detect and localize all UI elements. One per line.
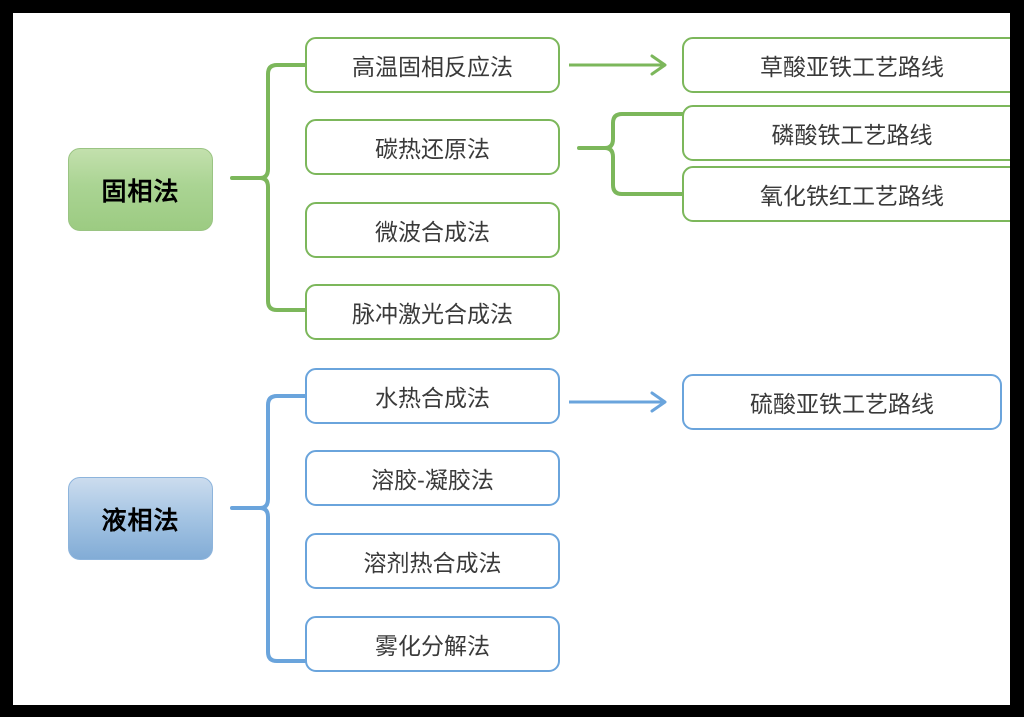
route-box-ferrous-oxalate-label: 草酸亚铁工艺路线 xyxy=(760,54,944,80)
root-node-solid-phase-label: 固相法 xyxy=(101,177,180,206)
green-arrow-connector xyxy=(569,54,667,76)
method-box-solvothermal-synthesis[interactable]: 溶剂热合成法 xyxy=(305,533,560,589)
route-box-ferrous-oxalate[interactable]: 草酸亚铁工艺路线 xyxy=(682,37,1010,93)
route-box-iron-oxide-red[interactable]: 氧化铁红工艺路线 xyxy=(682,166,1010,222)
method-box-hydrothermal-synthesis[interactable]: 水热合成法 xyxy=(305,368,560,424)
blue-root-bracket xyxy=(230,394,307,663)
diagram-canvas: 固相法 高温固相反应法 碳热还原法 微波合成法 脉冲激光合成法 草酸亚铁工艺路线… xyxy=(13,13,1010,705)
route-box-ferrous-sulfate-label: 硫酸亚铁工艺路线 xyxy=(750,391,934,417)
route-box-ferrous-sulfate[interactable]: 硫酸亚铁工艺路线 xyxy=(682,374,1002,430)
route-box-iron-oxide-red-label: 氧化铁红工艺路线 xyxy=(760,183,944,209)
root-node-liquid-phase[interactable]: 液相法 xyxy=(68,477,213,560)
route-box-iron-phosphate[interactable]: 磷酸铁工艺路线 xyxy=(682,105,1010,161)
blue-arrow-connector xyxy=(569,391,667,413)
method-box-high-temp-solid-state[interactable]: 高温固相反应法 xyxy=(305,37,560,93)
method-box-microwave-synthesis-label: 微波合成法 xyxy=(375,219,490,245)
method-box-spray-pyrolysis[interactable]: 雾化分解法 xyxy=(305,616,560,672)
route-box-iron-phosphate-label: 磷酸铁工艺路线 xyxy=(771,122,933,148)
green-route-bracket xyxy=(577,112,684,196)
method-box-pulsed-laser-synthesis-label: 脉冲激光合成法 xyxy=(352,301,513,327)
method-box-carbothermal-reduction[interactable]: 碳热还原法 xyxy=(305,119,560,175)
method-box-solvothermal-synthesis-label: 溶剂热合成法 xyxy=(363,550,502,576)
method-box-pulsed-laser-synthesis[interactable]: 脉冲激光合成法 xyxy=(305,284,560,340)
method-box-sol-gel[interactable]: 溶胶-凝胶法 xyxy=(305,450,560,506)
method-box-sol-gel-label: 溶胶-凝胶法 xyxy=(371,467,494,493)
root-node-liquid-phase-label: 液相法 xyxy=(101,506,180,535)
method-box-hydrothermal-synthesis-label: 水热合成法 xyxy=(375,385,490,411)
root-node-solid-phase[interactable]: 固相法 xyxy=(68,148,213,231)
green-root-bracket xyxy=(230,63,307,312)
method-box-spray-pyrolysis-label: 雾化分解法 xyxy=(375,633,490,659)
method-box-high-temp-solid-state-label: 高温固相反应法 xyxy=(352,54,513,80)
method-box-microwave-synthesis[interactable]: 微波合成法 xyxy=(305,202,560,258)
method-box-carbothermal-reduction-label: 碳热还原法 xyxy=(375,136,490,162)
